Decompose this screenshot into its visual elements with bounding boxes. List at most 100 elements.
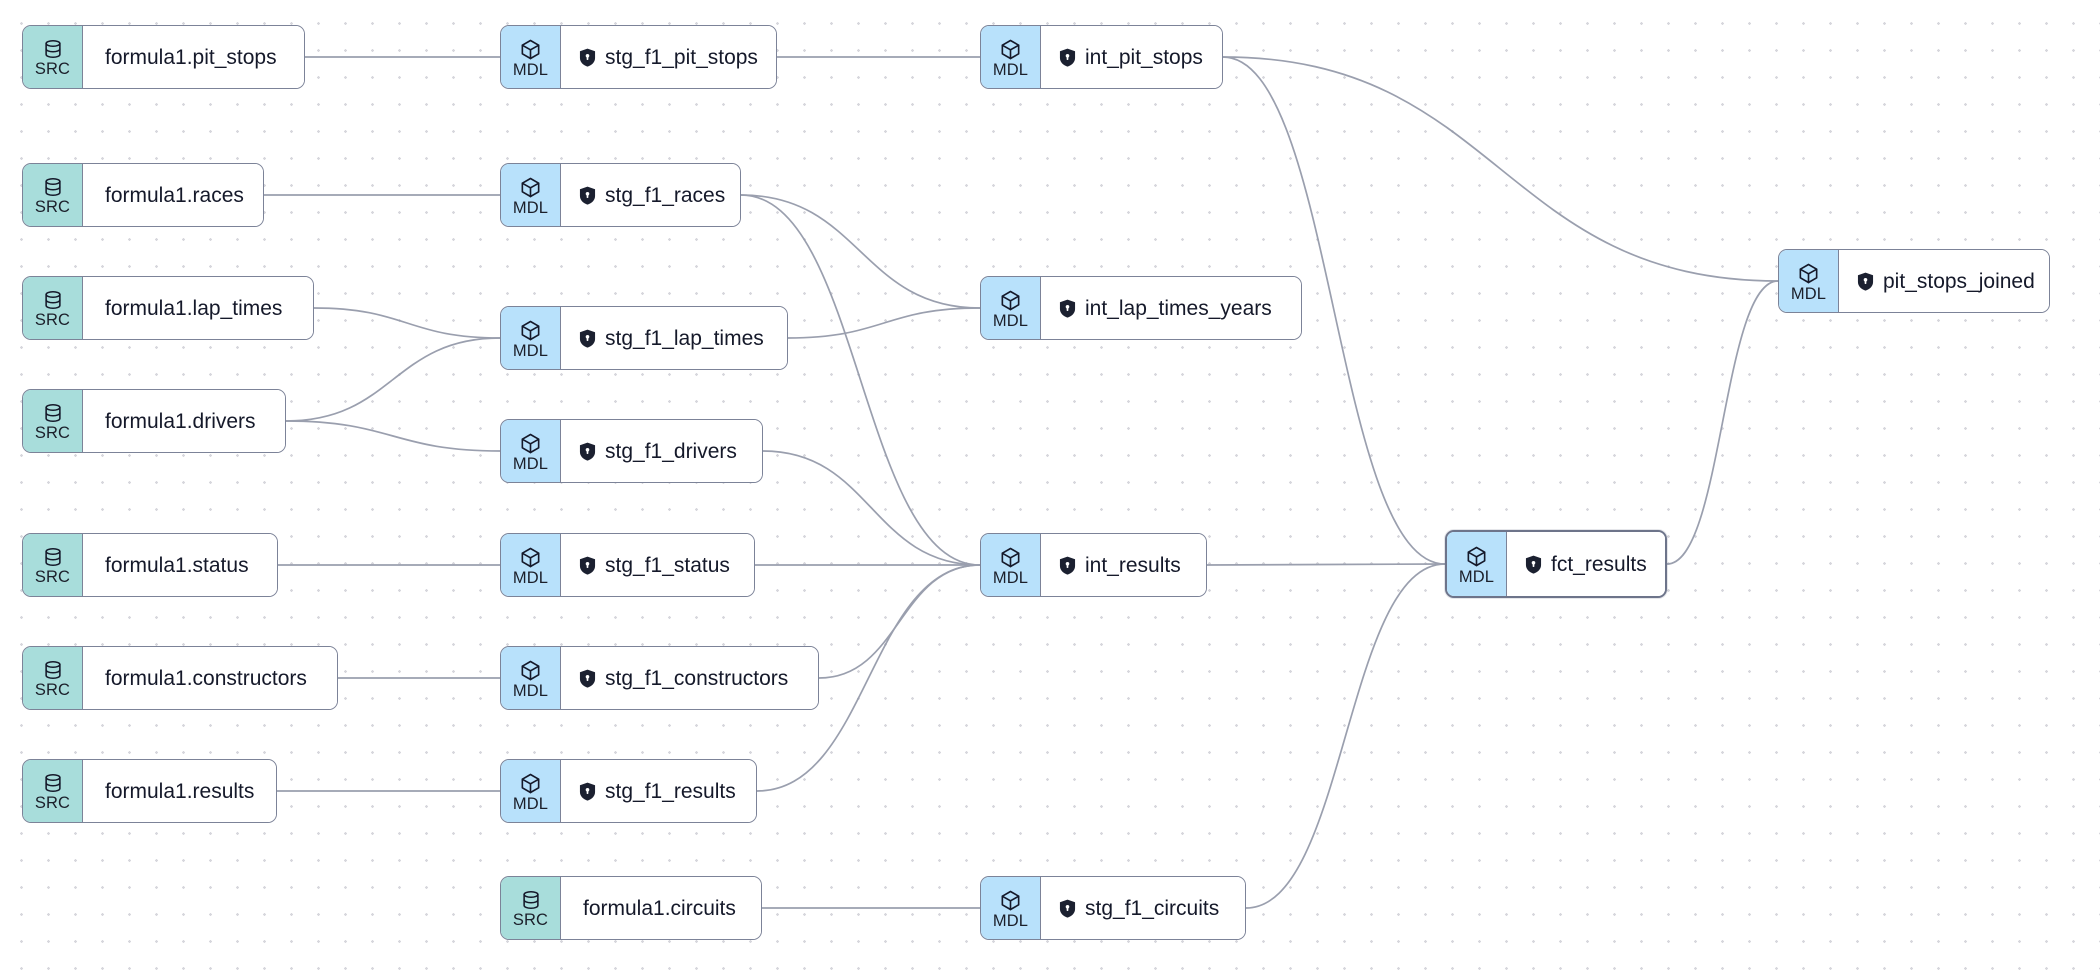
node-type-label: SRC	[34, 568, 71, 587]
database-icon	[42, 289, 64, 311]
node-type-label: MDL	[512, 454, 549, 473]
node-label: int_results	[1085, 553, 1181, 577]
node-type-badge-src: SRC	[23, 390, 83, 452]
edge-stg_races-to-int_lap_times_years[interactable]	[740, 194, 981, 309]
cube-icon	[519, 772, 542, 795]
database-icon	[520, 889, 542, 911]
node-type-badge-src: SRC	[23, 164, 83, 226]
node-label: formula1.circuits	[583, 896, 736, 920]
node-type-label: MDL	[512, 681, 549, 700]
node-body: stg_f1_pit_stops	[561, 26, 776, 88]
node-type-badge-mdl: MDL	[981, 534, 1041, 596]
graph-node-stg_lap_times[interactable]: MDL stg_f1_lap_times	[500, 306, 788, 370]
node-type-label: SRC	[34, 198, 71, 217]
node-label: formula1.races	[105, 183, 244, 207]
edge-stg_circuits-to-fct_results[interactable]	[1245, 563, 1446, 909]
node-label: stg_f1_pit_stops	[605, 45, 758, 69]
node-type-label: SRC	[34, 60, 71, 79]
graph-node-src_drivers[interactable]: SRC formula1.drivers	[22, 389, 286, 453]
node-label: stg_f1_drivers	[605, 439, 737, 463]
edge-int_results-to-fct_results[interactable]	[1206, 563, 1446, 566]
node-label: formula1.lap_times	[105, 296, 283, 320]
node-body: fct_results	[1507, 532, 1665, 596]
node-label: fct_results	[1551, 552, 1647, 576]
node-type-badge-mdl: MDL	[501, 534, 561, 596]
node-body: stg_f1_races	[561, 164, 740, 226]
node-type-label: MDL	[992, 311, 1029, 330]
cube-icon	[1797, 262, 1820, 285]
shield-icon	[1857, 272, 1874, 291]
node-type-label: SRC	[34, 424, 71, 443]
node-type-badge-mdl: MDL	[501, 307, 561, 369]
shield-icon	[579, 186, 596, 205]
graph-node-src_races[interactable]: SRC formula1.races	[22, 163, 264, 227]
node-type-badge-mdl: MDL	[501, 420, 561, 482]
database-icon	[42, 38, 64, 60]
node-label: stg_f1_lap_times	[605, 326, 764, 350]
graph-node-int_results[interactable]: MDL int_results	[980, 533, 1207, 597]
node-type-label: MDL	[1458, 567, 1495, 586]
graph-node-stg_circuits[interactable]: MDL stg_f1_circuits	[980, 876, 1246, 940]
graph-node-src_lap_times[interactable]: SRC formula1.lap_times	[22, 276, 314, 340]
graph-node-stg_drivers[interactable]: MDL stg_f1_drivers	[500, 419, 763, 483]
node-type-label: SRC	[34, 311, 71, 330]
edge-src_drivers-to-stg_drivers[interactable]	[285, 420, 501, 452]
edge-src_lap_times-to-stg_lap_times[interactable]	[313, 307, 501, 339]
node-label: int_pit_stops	[1085, 45, 1203, 69]
edge-stg_drivers-to-int_results[interactable]	[762, 450, 981, 566]
node-body: stg_f1_lap_times	[561, 307, 787, 369]
node-label: formula1.constructors	[105, 666, 307, 690]
cube-icon	[1465, 545, 1488, 568]
cube-icon	[999, 889, 1022, 912]
edge-stg_races-to-int_results[interactable]	[740, 194, 981, 566]
shield-icon	[579, 782, 596, 801]
edge-stg_constructors-to-int_results[interactable]	[818, 564, 981, 679]
edge-int_pit_stops-to-pit_stops_joined[interactable]	[1222, 56, 1779, 282]
shield-icon	[579, 442, 596, 461]
graph-node-src_constructors[interactable]: SRC formula1.constructors	[22, 646, 338, 710]
node-body: stg_f1_status	[561, 534, 754, 596]
node-type-label: MDL	[1790, 284, 1827, 303]
edge-fct_results-to-pit_stops_joined[interactable]	[1666, 280, 1779, 565]
shield-icon	[1059, 48, 1076, 67]
node-body: formula1.circuits	[561, 877, 761, 939]
graph-node-src_circuits[interactable]: SRC formula1.circuits	[500, 876, 762, 940]
graph-node-fct_results[interactable]: MDL fct_results	[1445, 530, 1667, 598]
node-type-label: MDL	[992, 60, 1029, 79]
shield-icon	[1059, 899, 1076, 918]
node-type-label: MDL	[992, 568, 1029, 587]
node-type-badge-mdl: MDL	[501, 647, 561, 709]
graph-node-int_pit_stops[interactable]: MDL int_pit_stops	[980, 25, 1223, 89]
shield-icon	[579, 48, 596, 67]
node-type-label: SRC	[512, 911, 549, 930]
cube-icon	[519, 319, 542, 342]
node-type-badge-mdl: MDL	[981, 877, 1041, 939]
graph-node-int_lap_times_years[interactable]: MDL int_lap_times_years	[980, 276, 1302, 340]
node-body: int_lap_times_years	[1041, 277, 1301, 339]
cube-icon	[519, 38, 542, 61]
node-type-label: MDL	[512, 341, 549, 360]
node-type-badge-mdl: MDL	[501, 164, 561, 226]
node-type-label: MDL	[992, 911, 1029, 930]
node-type-label: SRC	[34, 681, 71, 700]
node-body: formula1.pit_stops	[83, 26, 304, 88]
node-body: formula1.races	[83, 164, 263, 226]
edge-src_drivers-to-stg_lap_times[interactable]	[285, 337, 501, 422]
edge-stg_lap_times-to-int_lap_times_years[interactable]	[787, 307, 981, 339]
graph-node-pit_stops_joined[interactable]: MDL pit_stops_joined	[1778, 249, 2050, 313]
node-body: formula1.constructors	[83, 647, 337, 709]
cube-icon	[999, 546, 1022, 569]
node-label: formula1.drivers	[105, 409, 256, 433]
node-body: stg_f1_circuits	[1041, 877, 1245, 939]
node-label: pit_stops_joined	[1883, 269, 2035, 293]
graph-node-src_pit_stops[interactable]: SRC formula1.pit_stops	[22, 25, 305, 89]
